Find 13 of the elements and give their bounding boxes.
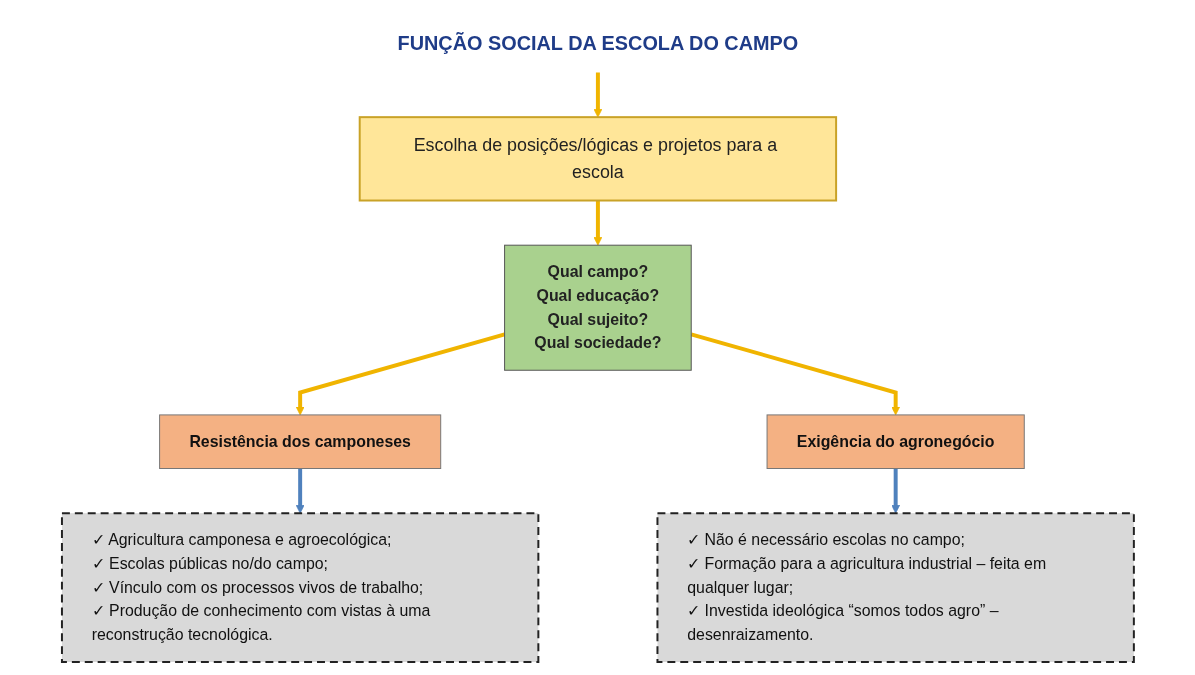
arrow bbox=[890, 468, 900, 514]
arrow bbox=[593, 72, 602, 118]
arrow bbox=[690, 332, 900, 416]
node-box: Exigência do agronegócio bbox=[766, 414, 1025, 469]
node-box: Escolha de posições/lógicas e projetos para a escola bbox=[358, 116, 837, 202]
node-box: ✓ Agricultura camponesa e agroecológica; ✓ Escolas públicas no/do campo; ✓ Vínculo com os processos vivos de trabalho; ✓ Produção de conhecimento com vistas à uma reconstrução tecnológica. bbox=[60, 512, 539, 664]
node-text: FUNÇÃO SOCIAL DA ESCOLA DO CAMPO bbox=[397, 31, 798, 54]
arrow bbox=[295, 332, 505, 416]
node-box: ✓ Não é necessário escolas no campo; ✓ Formação para a agricultura industrial – feita em qualquer lugar; ✓ Investida ideológica “somos todos agro” – desenraizamento. bbox=[656, 512, 1135, 664]
arrow bbox=[295, 468, 305, 514]
arrow bbox=[593, 200, 602, 246]
node-box: Resistência dos camponeses bbox=[158, 414, 441, 469]
node-box: Qual campo? Qual educação? Qual sujeito? Qual sociedade? bbox=[503, 244, 692, 371]
